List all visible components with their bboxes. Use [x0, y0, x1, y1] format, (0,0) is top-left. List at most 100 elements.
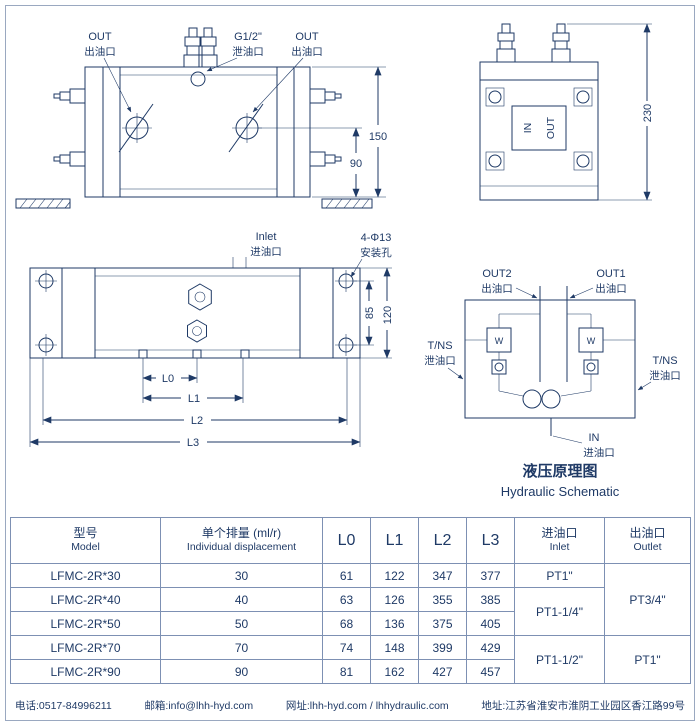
cell-l1: 122	[370, 563, 419, 588]
cell-l0: 63	[322, 587, 371, 612]
col-model-header-cn: 型号	[73, 526, 98, 541]
cell-model: LFMC-2R*90	[10, 659, 161, 684]
schematic-out2-label: OUT2	[482, 268, 511, 280]
footer-email: 邮箱:info@lhh-hyd.com	[144, 699, 254, 712]
cell-l3: 405	[466, 611, 515, 636]
cell-outlet: PT1"	[604, 635, 691, 684]
top-inlet-label-cn: 进油口	[250, 245, 282, 258]
side-fittings	[53, 88, 342, 167]
schematic-out1-label: OUT1	[596, 268, 625, 280]
top-dim-l3: L3	[187, 437, 199, 449]
footer-contact: 电话:0517-84996211 邮箱:info@lhh-hyd.com 网址:…	[7, 693, 693, 717]
schematic-tns-right-label: T/NS	[652, 355, 677, 367]
schematic-body	[464, 299, 636, 419]
top-view-drawing: Inlet 进油口 4-Φ13 安装孔 85 120	[29, 231, 394, 449]
technical-drawings: 150 90 OUT 出油口 G1/2" 泄油口 OUT 出油口	[15, 23, 681, 499]
front-drain-label: G1/2"	[234, 31, 262, 43]
cell-l2: 375	[418, 611, 467, 636]
schematic-in-label-cn: 进油口	[583, 446, 615, 459]
side-view-drawing: IN OUT 230	[479, 23, 654, 201]
side-view-body	[479, 61, 599, 201]
nameplate	[511, 105, 567, 151]
schematic-out1-label-cn: 出油口	[595, 282, 627, 295]
gear-section-right	[541, 389, 561, 409]
top-view-body	[29, 267, 361, 359]
cell-displacement: 70	[160, 635, 323, 660]
table-row: LFMC-2R*40 40 63 126 355 385 PT1-1/4"	[10, 587, 691, 636]
col-inlet-header: 进油口 Inlet	[514, 517, 605, 564]
col-displacement-header: 单个排量 (ml/r) Individual displacement	[160, 517, 323, 564]
check-valve-right	[583, 359, 599, 375]
schematic-out2-label-cn: 出油口	[481, 282, 513, 295]
front-out-right-label-cn: 出油口	[291, 45, 323, 58]
front-out-left-label: OUT	[88, 31, 112, 43]
schematic-in-label: IN	[589, 432, 600, 444]
cell-l3: 429	[466, 635, 515, 660]
cell-l0: 74	[322, 635, 371, 660]
front-drain-label-cn: 泄油口	[232, 45, 264, 58]
footer-website: 网址:lhh-hyd.com / lhhydraulic.com	[285, 699, 449, 712]
cell-displacement: 30	[160, 563, 323, 588]
cell-l3: 385	[466, 587, 515, 612]
col-model-header: 型号 Model	[10, 517, 161, 564]
top-dim-120: 120	[382, 306, 394, 324]
cell-l3: 377	[466, 563, 515, 588]
cell-l1: 162	[370, 659, 419, 684]
table-row: LFMC-2R*50 50 68 136 375 405	[10, 611, 691, 636]
top-inlet-label: Inlet	[256, 231, 277, 243]
col-outlet-header-en: Outlet	[633, 541, 662, 554]
col-displacement-header-en: Individual displacement	[186, 541, 297, 554]
drain-fitting	[183, 27, 218, 87]
gear-section-left	[522, 389, 542, 409]
col-displacement-header-cn: 单个排量 (ml/r)	[201, 526, 282, 541]
col-model-header-en: Model	[71, 541, 100, 554]
cell-displacement: 90	[160, 659, 323, 684]
cell-displacement: 40	[160, 587, 323, 612]
top-dim-85: 85	[364, 307, 376, 319]
table-row: LFMC-2R*70 70 74 148 399 429 PT1-1/2" PT…	[10, 635, 691, 684]
mounting-holes	[35, 270, 357, 356]
table-row: LFMC-2R*30 30 61 122 347 377 PT1" PT3/4"	[10, 563, 691, 636]
cell-model: LFMC-2R*30	[10, 563, 161, 588]
col-outlet-header: 出油口 Outlet	[604, 517, 691, 564]
schematic-tns-right-label-cn: 泄油口	[649, 369, 681, 382]
cell-l2: 399	[418, 635, 467, 660]
front-dim-150: 150	[369, 131, 387, 143]
footer-phone: 电话:0517-84996211	[15, 699, 112, 712]
relief-valve-left-mark: W	[495, 336, 504, 346]
cell-l0: 68	[322, 611, 371, 636]
cell-l2: 347	[418, 563, 467, 588]
hydraulic-schematic: W W OUT2 出油口 OUT1 出	[424, 268, 681, 499]
cell-l0: 81	[322, 659, 371, 684]
cell-l1: 148	[370, 635, 419, 660]
mounting-foot-right	[321, 198, 373, 209]
col-inlet-header-cn: 进油口	[541, 526, 578, 541]
front-out-right-label: OUT	[295, 31, 319, 43]
cell-inlet: PT1"	[514, 563, 605, 588]
cell-l1: 126	[370, 587, 419, 612]
front-dim-90: 90	[350, 158, 362, 170]
side-dim-230: 230	[642, 104, 654, 122]
cell-model: LFMC-2R*40	[10, 587, 161, 612]
col-l0-header: L0	[322, 517, 371, 564]
col-l1-header: L1	[370, 517, 419, 564]
cell-inlet: PT1-1/4"	[514, 587, 605, 636]
schematic-title-cn: 液压原理图	[522, 462, 597, 480]
top-dim-l2: L2	[191, 415, 203, 427]
cell-inlet: PT1-1/2"	[514, 635, 605, 684]
cell-model: LFMC-2R*70	[10, 635, 161, 660]
col-outlet-header-cn: 出油口	[629, 526, 666, 541]
cell-l0: 61	[322, 563, 371, 588]
cell-model: LFMC-2R*50	[10, 611, 161, 636]
col-inlet-header-en: Inlet	[549, 541, 570, 554]
cell-l2: 427	[418, 659, 467, 684]
schematic-title-en: Hydraulic Schematic	[501, 484, 620, 499]
front-view-drawing: 150 90 OUT 出油口 G1/2" 泄油口 OUT 出油口	[15, 27, 387, 209]
top-holes-label: 4-Φ13	[361, 232, 392, 244]
side-tag-in: IN	[522, 123, 534, 134]
check-valve-left	[491, 359, 507, 375]
top-dim-l0: L0	[162, 373, 174, 385]
cell-l1: 136	[370, 611, 419, 636]
col-l3-header: L3	[466, 517, 515, 564]
